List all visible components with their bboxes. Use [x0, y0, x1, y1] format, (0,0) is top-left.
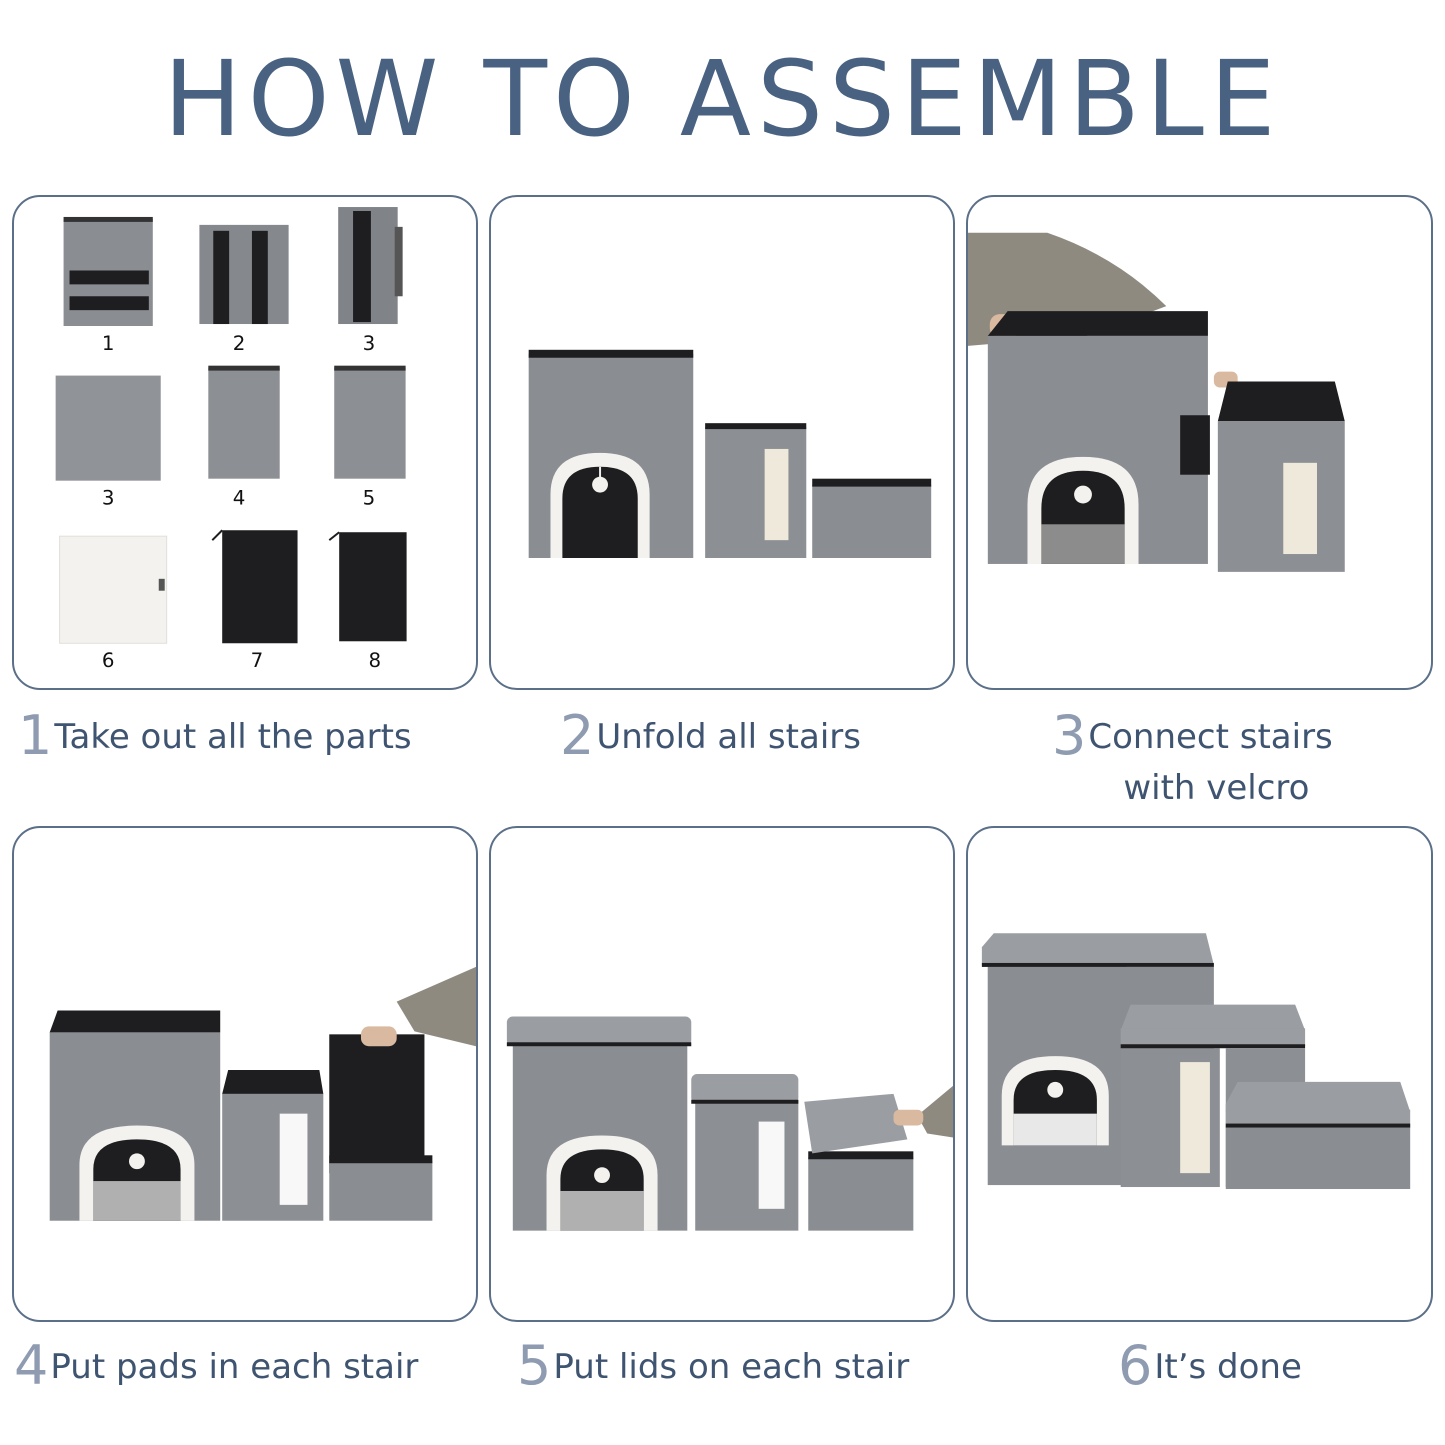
step-3-caption: 3Connect stairs with velcro [1052, 704, 1333, 808]
unfolded-stairs-illustration [528, 349, 932, 558]
step-number: 2 [560, 704, 595, 767]
part-label: 8 [369, 649, 382, 672]
part-label: 3 [102, 486, 115, 509]
put-pads-illustration [49, 966, 476, 1221]
part-label: 2 [233, 332, 246, 355]
step-text: Put pads in each stair [50, 1347, 419, 1387]
step-text-line-2: with velcro [1123, 767, 1310, 808]
step-number: 6 [1118, 1334, 1153, 1397]
step-5-lids-panel [489, 826, 955, 1322]
step-number: 5 [517, 1334, 552, 1397]
step-6-caption: 6It’s done [1118, 1334, 1302, 1398]
step-text: It’s done [1154, 1347, 1302, 1387]
part-label: 7 [251, 649, 264, 672]
assembled-stairs-illustration [981, 933, 1411, 1190]
step-3-connect-panel [966, 195, 1433, 690]
parts-illustration: 1 2 3 3 4 5 6 7 8 [55, 207, 407, 672]
step-text: Take out all the parts [54, 717, 412, 757]
step-5-caption: 5Put lids on each stair [517, 1334, 909, 1398]
step-text: Connect stairs [1088, 717, 1333, 757]
part-label: 4 [233, 486, 246, 509]
step-4-pads-panel [12, 826, 478, 1322]
connect-stairs-illustration [968, 232, 1345, 572]
step-text: Put lids on each stair [553, 1347, 910, 1387]
step-2-unfold-panel [489, 195, 955, 690]
page-title: HOW TO ASSEMBLE [163, 38, 1282, 160]
part-label: 3 [363, 332, 376, 355]
step-number: 3 [1052, 704, 1087, 767]
step-6-done-panel [966, 826, 1433, 1322]
step-2-caption: 2Unfold all stairs [560, 704, 861, 768]
step-number: 1 [18, 704, 53, 767]
part-label: 5 [363, 486, 376, 509]
step-1-caption: 1Take out all the parts [18, 704, 412, 768]
put-lids-illustration [506, 1016, 953, 1231]
step-4-caption: 4Put pads in each stair [14, 1334, 418, 1398]
step-number: 4 [14, 1334, 49, 1397]
part-label: 6 [102, 649, 115, 672]
step-1-parts-panel: 1 2 3 3 4 5 6 7 8 [12, 195, 478, 690]
step-text: Unfold all stairs [596, 717, 861, 757]
part-label: 1 [102, 332, 115, 355]
